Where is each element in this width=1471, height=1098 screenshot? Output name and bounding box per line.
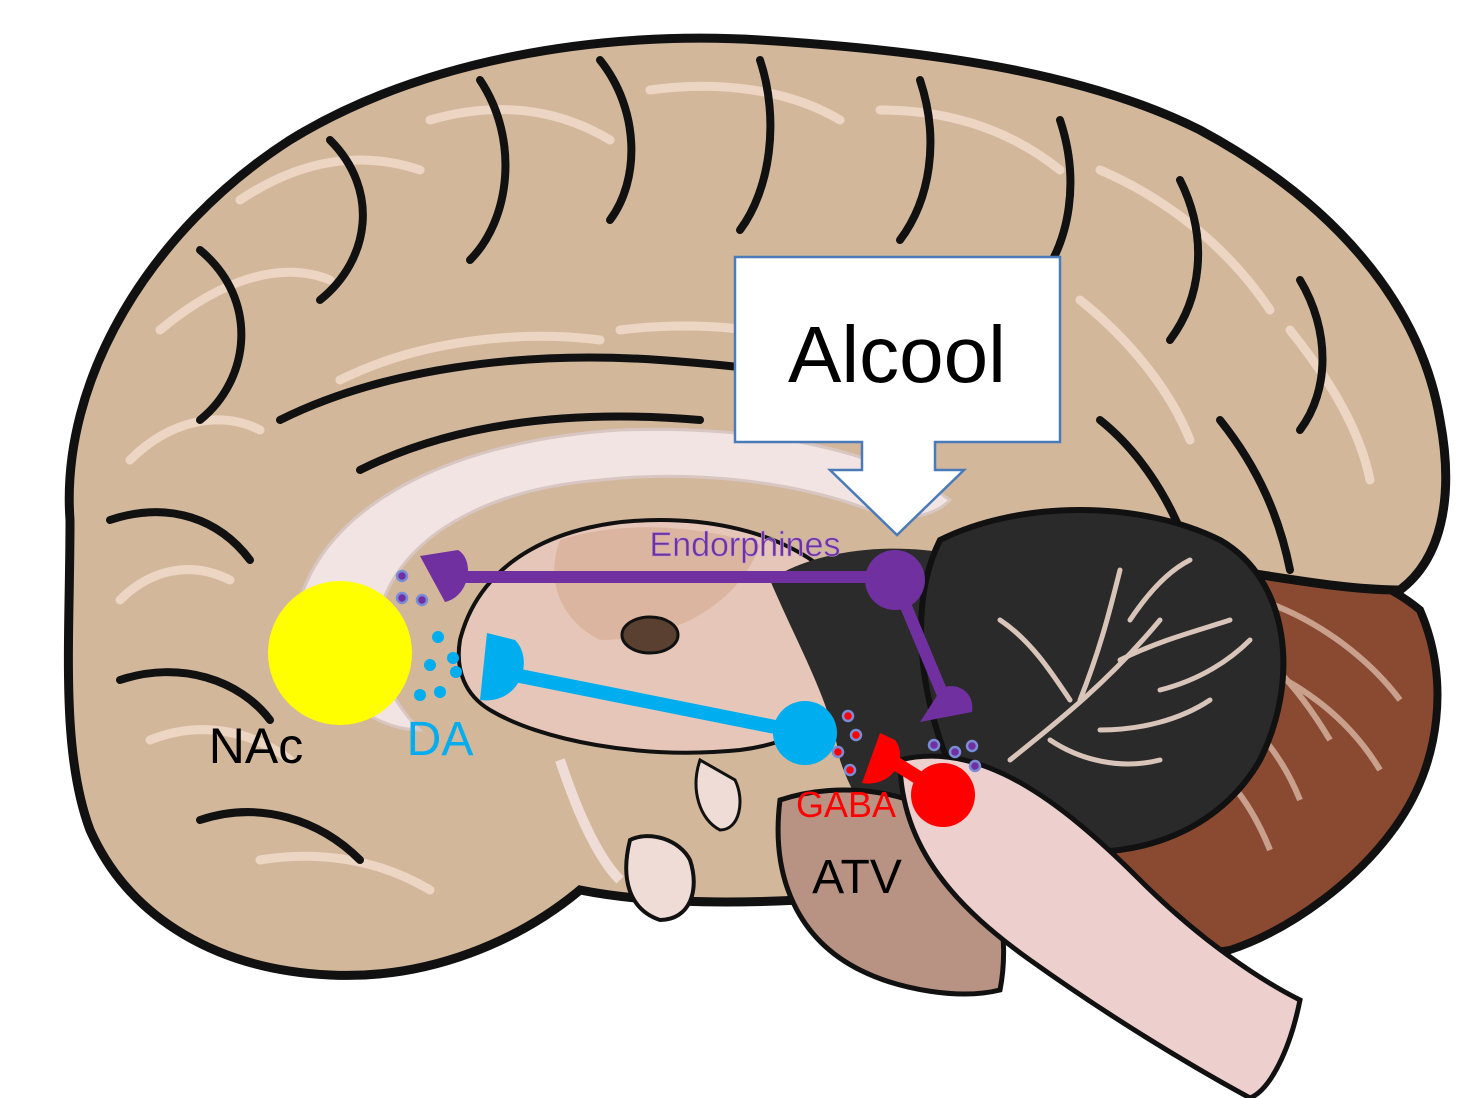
label-endorphines: Endorphines bbox=[650, 526, 841, 564]
endorphin-soma bbox=[865, 550, 925, 610]
label-da: DA bbox=[407, 713, 474, 766]
gaba-soma bbox=[911, 763, 975, 827]
dopamine-soma bbox=[773, 701, 837, 765]
pituitary bbox=[626, 836, 694, 920]
callout-text: Alcool bbox=[788, 310, 1006, 399]
nac-circle bbox=[268, 581, 412, 725]
label-nac: NAc bbox=[209, 718, 303, 774]
interthalamic-adhesion bbox=[622, 617, 678, 653]
label-gaba: GABA bbox=[796, 784, 896, 825]
brain-illustration bbox=[68, 38, 1445, 1098]
label-atv: ATV bbox=[812, 851, 902, 904]
